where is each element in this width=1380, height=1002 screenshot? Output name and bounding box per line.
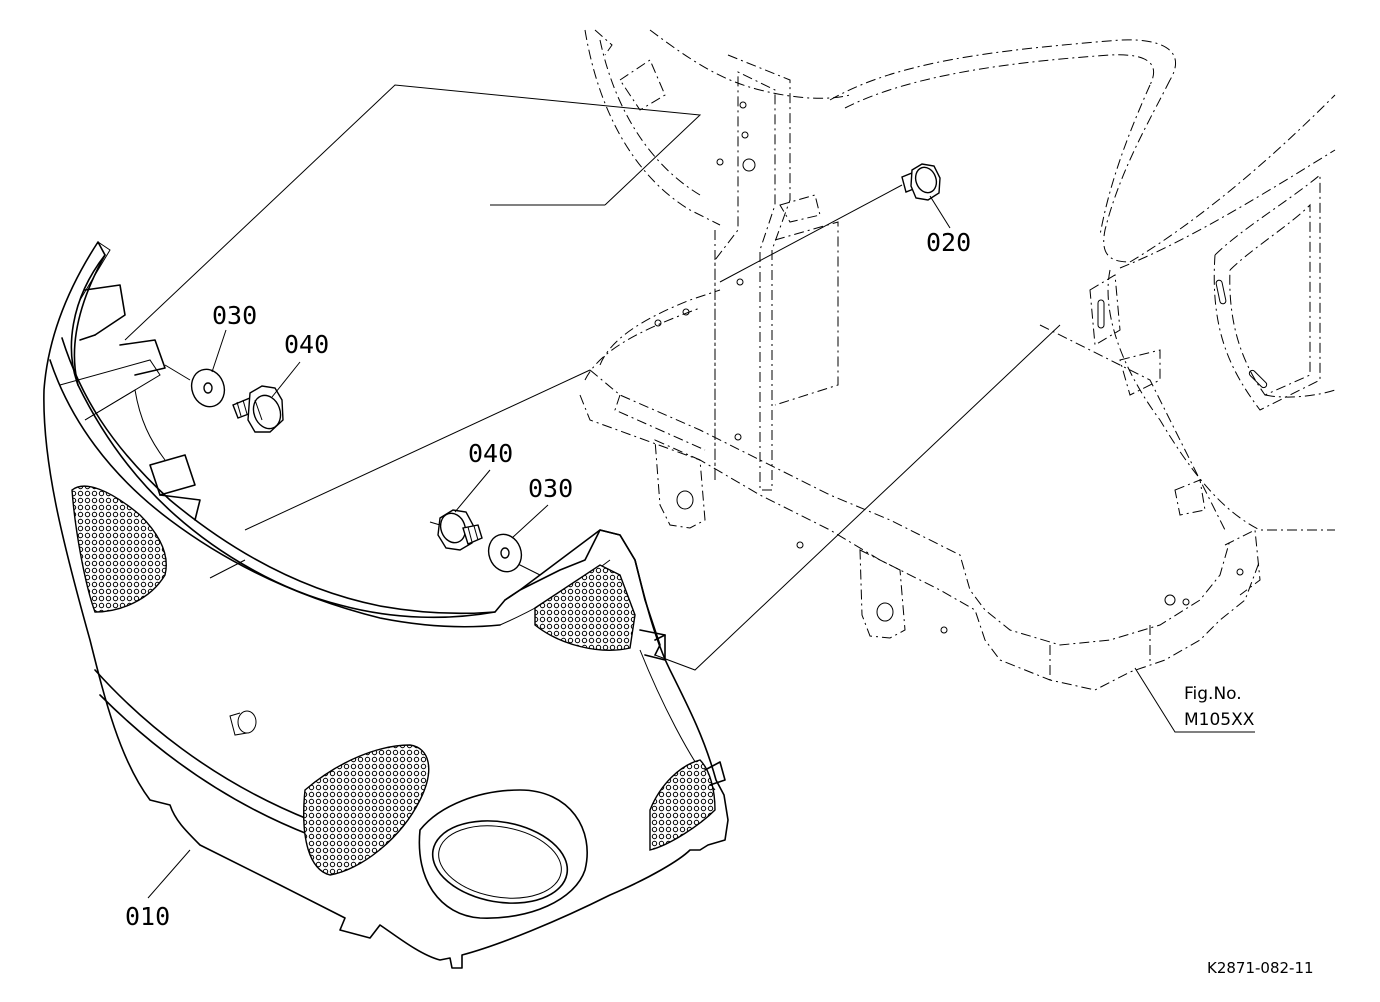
- callout-040-left: 040: [284, 330, 329, 359]
- grille-lower-right: [649, 759, 716, 851]
- fig-ref-line2: M105XX: [1184, 710, 1255, 730]
- washer-030-right: [487, 533, 523, 573]
- grille-left: [71, 485, 167, 613]
- front-cover-010: [43, 241, 729, 969]
- callout-010: 010: [125, 902, 170, 931]
- fig-ref-line1: Fig.No.: [1184, 684, 1242, 704]
- grille-lower-left: [303, 744, 430, 876]
- callout-020: 020: [926, 228, 971, 257]
- callout-030-right: 030: [528, 474, 573, 503]
- bolt-040-left: [232, 385, 284, 433]
- drawing-code: K2871-082-11: [1207, 959, 1314, 977]
- explode-box: [124, 84, 1061, 671]
- lamp-lens: [431, 820, 569, 904]
- callout-040-right: 040: [468, 439, 513, 468]
- frame-phantom: [579, 29, 1336, 691]
- washer-030-left: [190, 368, 226, 408]
- bolt-020: [901, 163, 941, 201]
- callout-030-left: 030: [212, 301, 257, 330]
- callout-leaders: [147, 195, 1255, 899]
- bolt-040-right: [437, 509, 483, 551]
- grille-upper-right: [534, 564, 636, 651]
